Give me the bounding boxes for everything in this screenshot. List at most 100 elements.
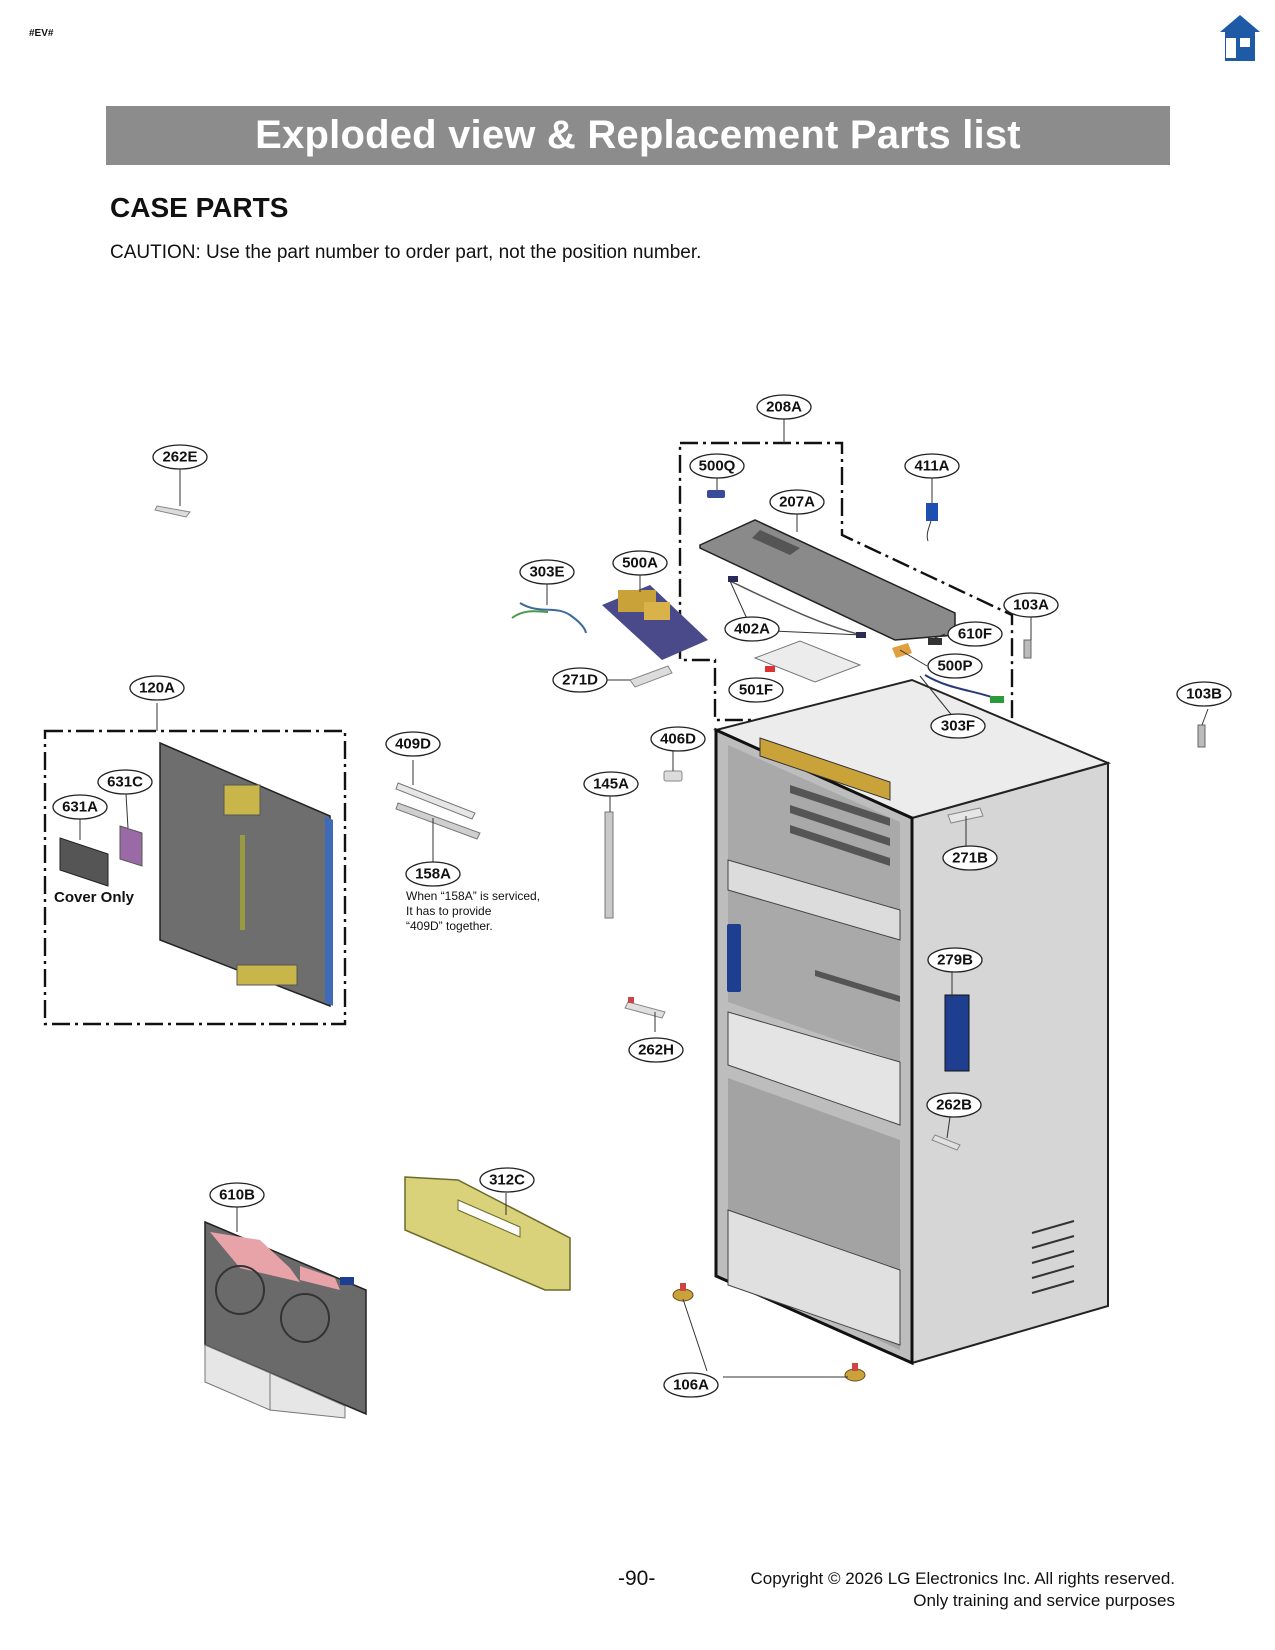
callout-120A: 120A bbox=[129, 675, 185, 701]
callout-500A: 500A bbox=[612, 550, 668, 576]
callout-208A: 208A bbox=[756, 394, 812, 420]
callout-406D: 406D bbox=[650, 726, 706, 752]
svg-text:145A: 145A bbox=[593, 776, 629, 793]
copyright-line-1: Copyright © 2026 LG Electronics Inc. All… bbox=[750, 1569, 1176, 1588]
part-312C-duct bbox=[404, 1176, 571, 1291]
callout-262H: 262H bbox=[628, 1037, 684, 1063]
svg-text:271B: 271B bbox=[952, 850, 988, 867]
callout-271D: 271D bbox=[552, 667, 608, 693]
part-409D-strip bbox=[395, 782, 476, 820]
part-158A-strip bbox=[395, 802, 481, 840]
home-icon[interactable] bbox=[1218, 14, 1262, 62]
svg-text:262B: 262B bbox=[936, 1097, 972, 1114]
callout-271B: 271B bbox=[942, 845, 998, 871]
callout-106A: 106A bbox=[663, 1372, 719, 1398]
callout-303E: 303E bbox=[519, 559, 575, 585]
svg-text:631A: 631A bbox=[62, 799, 98, 816]
part-120A-panel bbox=[159, 741, 333, 1008]
svg-text:207A: 207A bbox=[779, 494, 815, 511]
group-120A-outline bbox=[43, 729, 347, 1026]
callout-207A: 207A bbox=[769, 489, 825, 515]
callout-631C: 631C bbox=[97, 769, 153, 795]
part-262B-pin bbox=[931, 1134, 961, 1151]
cover-only-note: Cover Only bbox=[54, 889, 135, 906]
part-103B-bracket bbox=[1197, 724, 1206, 748]
svg-text:106A: 106A bbox=[673, 1377, 709, 1394]
svg-text:303F: 303F bbox=[941, 718, 975, 735]
svg-text:262H: 262H bbox=[638, 1042, 674, 1059]
callout-103B: 103B bbox=[1176, 681, 1232, 707]
callout-501F: 501F bbox=[728, 677, 784, 703]
copyright-line-2: Only training and service purposes bbox=[913, 1591, 1175, 1610]
note-158a-line2: It has to provide bbox=[406, 904, 492, 918]
part-145A-duct bbox=[604, 811, 614, 919]
svg-text:208A: 208A bbox=[766, 399, 802, 416]
svg-text:103B: 103B bbox=[1186, 686, 1222, 703]
callout-402A: 402A bbox=[724, 616, 780, 642]
group-208A-outline bbox=[678, 441, 1014, 748]
callout-500Q: 500Q bbox=[689, 453, 745, 479]
part-262H-pin bbox=[624, 997, 666, 1019]
refrigerator-case bbox=[712, 678, 1112, 1366]
callout-409D: 409D bbox=[385, 731, 441, 757]
svg-text:610B: 610B bbox=[219, 1187, 255, 1204]
page-number: -90- bbox=[618, 1567, 656, 1590]
svg-text:103A: 103A bbox=[1013, 597, 1049, 614]
part-271D-hinge bbox=[629, 665, 673, 688]
callout-500P: 500P bbox=[927, 653, 983, 679]
svg-text:158A: 158A bbox=[415, 866, 451, 883]
part-500Q-sensor bbox=[707, 490, 725, 498]
part-411A-harness bbox=[926, 503, 938, 542]
callout-262B: 262B bbox=[926, 1092, 982, 1118]
caution-note: CAUTION: Use the part number to order pa… bbox=[110, 242, 702, 263]
copyright-notice: Copyright © 2026 LG Electronics Inc. All… bbox=[751, 1568, 1176, 1612]
callout-303F: 303F bbox=[930, 713, 986, 739]
title-banner: Exploded view & Replacement Parts list bbox=[106, 106, 1170, 165]
page-title: Exploded view & Replacement Parts list bbox=[255, 113, 1021, 157]
document-tag: #EV# bbox=[29, 28, 54, 39]
callout-312C: 312C bbox=[479, 1167, 535, 1193]
part-631C-filter bbox=[119, 825, 143, 867]
svg-text:402A: 402A bbox=[734, 621, 770, 638]
svg-text:411A: 411A bbox=[914, 458, 949, 475]
svg-text:271D: 271D bbox=[562, 672, 598, 689]
svg-text:279B: 279B bbox=[937, 952, 973, 969]
part-106A-leveler bbox=[672, 1283, 866, 1382]
svg-text:631C: 631C bbox=[107, 774, 143, 791]
note-158a-line1: When “158A” is serviced, bbox=[406, 889, 540, 903]
part-303E-harness bbox=[511, 602, 587, 634]
callout-158A: 158A bbox=[405, 861, 461, 887]
part-500A-pcb bbox=[602, 585, 708, 660]
callout-103A: 103A bbox=[1003, 592, 1059, 618]
svg-text:303E: 303E bbox=[529, 564, 564, 581]
callout-610F: 610F bbox=[947, 621, 1003, 647]
part-406D-cap bbox=[663, 770, 683, 782]
svg-text:409D: 409D bbox=[395, 736, 431, 753]
svg-text:501F: 501F bbox=[739, 682, 773, 699]
callout-262E: 262E bbox=[152, 444, 208, 470]
part-271B-hinge bbox=[947, 807, 984, 824]
part-262E-pin bbox=[154, 505, 191, 518]
part-501F-bracket bbox=[753, 640, 862, 683]
svg-text:312C: 312C bbox=[489, 1172, 525, 1189]
note-158a-line3: “409D” together. bbox=[406, 919, 493, 933]
part-303F-harness bbox=[924, 674, 1004, 703]
callout-145A: 145A bbox=[583, 771, 639, 797]
part-631A-cover bbox=[59, 837, 109, 887]
callout-631A: 631A bbox=[52, 794, 108, 820]
svg-text:500A: 500A bbox=[622, 555, 658, 572]
part-610B-fan-assembly bbox=[204, 1220, 367, 1419]
callout-411A: 411A bbox=[904, 453, 960, 479]
svg-text:500P: 500P bbox=[937, 658, 972, 675]
svg-text:500Q: 500Q bbox=[699, 458, 736, 475]
callout-279B: 279B bbox=[927, 947, 983, 973]
svg-text:406D: 406D bbox=[660, 731, 696, 748]
svg-text:120A: 120A bbox=[139, 680, 175, 697]
part-610F-sensor bbox=[928, 638, 942, 645]
callout-610B: 610B bbox=[209, 1182, 265, 1208]
svg-text:610F: 610F bbox=[958, 626, 992, 643]
part-103A-bracket bbox=[1023, 639, 1032, 659]
section-title: CASE PARTS bbox=[110, 192, 289, 223]
svg-text:262E: 262E bbox=[162, 449, 197, 466]
